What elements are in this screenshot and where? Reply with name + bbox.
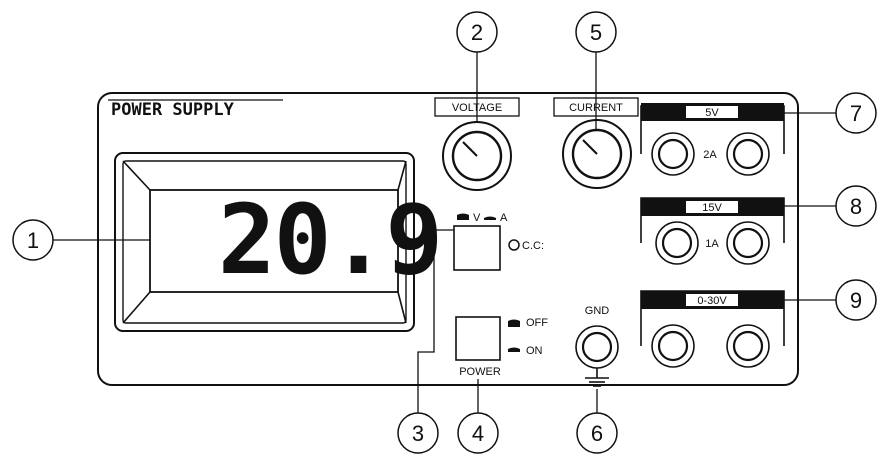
on-icon: [508, 347, 520, 352]
off-icon: [508, 319, 520, 327]
output-15v-terminal-left[interactable]: [655, 221, 699, 265]
voltage-knob-pointer: [462, 141, 478, 157]
output-15v-label: 15V: [702, 202, 722, 214]
power-label: POWER: [459, 366, 501, 378]
callout-4: 4: [457, 412, 499, 454]
svg-text:7: 7: [850, 101, 862, 126]
callout-5: 5: [575, 11, 617, 53]
callout-9: 9: [835, 279, 877, 321]
svg-text:1: 1: [27, 228, 39, 253]
callout-3: 3: [397, 412, 439, 454]
svg-text:2: 2: [471, 20, 483, 45]
ground-symbol-icon: [585, 368, 609, 387]
output-5v: 5V 2A: [640, 103, 785, 176]
svg-text:8: 8: [850, 194, 862, 219]
svg-text:9: 9: [850, 288, 862, 313]
output-5v-terminal-left[interactable]: [651, 132, 695, 176]
lcd-readout: 20.9: [218, 184, 441, 296]
svg-text:6: 6: [591, 421, 603, 446]
output-5v-label: 5V: [705, 107, 719, 119]
cc-label: C.C:: [522, 240, 544, 252]
svg-text:4: 4: [472, 421, 484, 446]
callout-7: 7: [835, 92, 877, 134]
current-knob-pointer: [582, 139, 598, 155]
power-switch[interactable]: [455, 316, 501, 361]
on-label: ON: [526, 345, 543, 357]
output-5v-terminal-right[interactable]: [726, 132, 770, 176]
output-15v: 15V 1A: [640, 197, 785, 265]
switch-v-icon: [457, 213, 469, 220]
output-0-30v-terminal-right[interactable]: [726, 324, 770, 368]
lcd-display: 20.9: [114, 152, 443, 332]
off-label: OFF: [526, 317, 548, 329]
output-0-30v-terminal-left[interactable]: [651, 324, 695, 368]
cc-indicator-led: [508, 239, 520, 251]
va-switch[interactable]: V A: [453, 212, 508, 271]
switch-v-label: V: [473, 212, 481, 224]
svg-text:5: 5: [590, 20, 602, 45]
gnd-terminal[interactable]: GND: [575, 305, 619, 369]
output-0-30v: 0-30V: [640, 290, 785, 368]
output-0-30v-label: 0-30V: [697, 295, 727, 307]
output-5v-rating: 2A: [703, 149, 717, 161]
callout-1: 1: [12, 219, 54, 261]
output-15v-terminal-right[interactable]: [726, 221, 770, 265]
callout-6: 6: [576, 412, 618, 454]
switch-a-icon: [484, 216, 496, 220]
callout-leaders: [53, 52, 836, 413]
switch-a-label: A: [500, 212, 508, 224]
output-15v-rating: 1A: [705, 238, 719, 250]
callout-2: 2: [456, 11, 498, 53]
gnd-label: GND: [585, 305, 610, 317]
svg-text:3: 3: [412, 421, 424, 446]
callout-8: 8: [835, 185, 877, 227]
panel-title: POWER SUPPLY: [111, 100, 235, 120]
front-panel: [97, 92, 799, 386]
